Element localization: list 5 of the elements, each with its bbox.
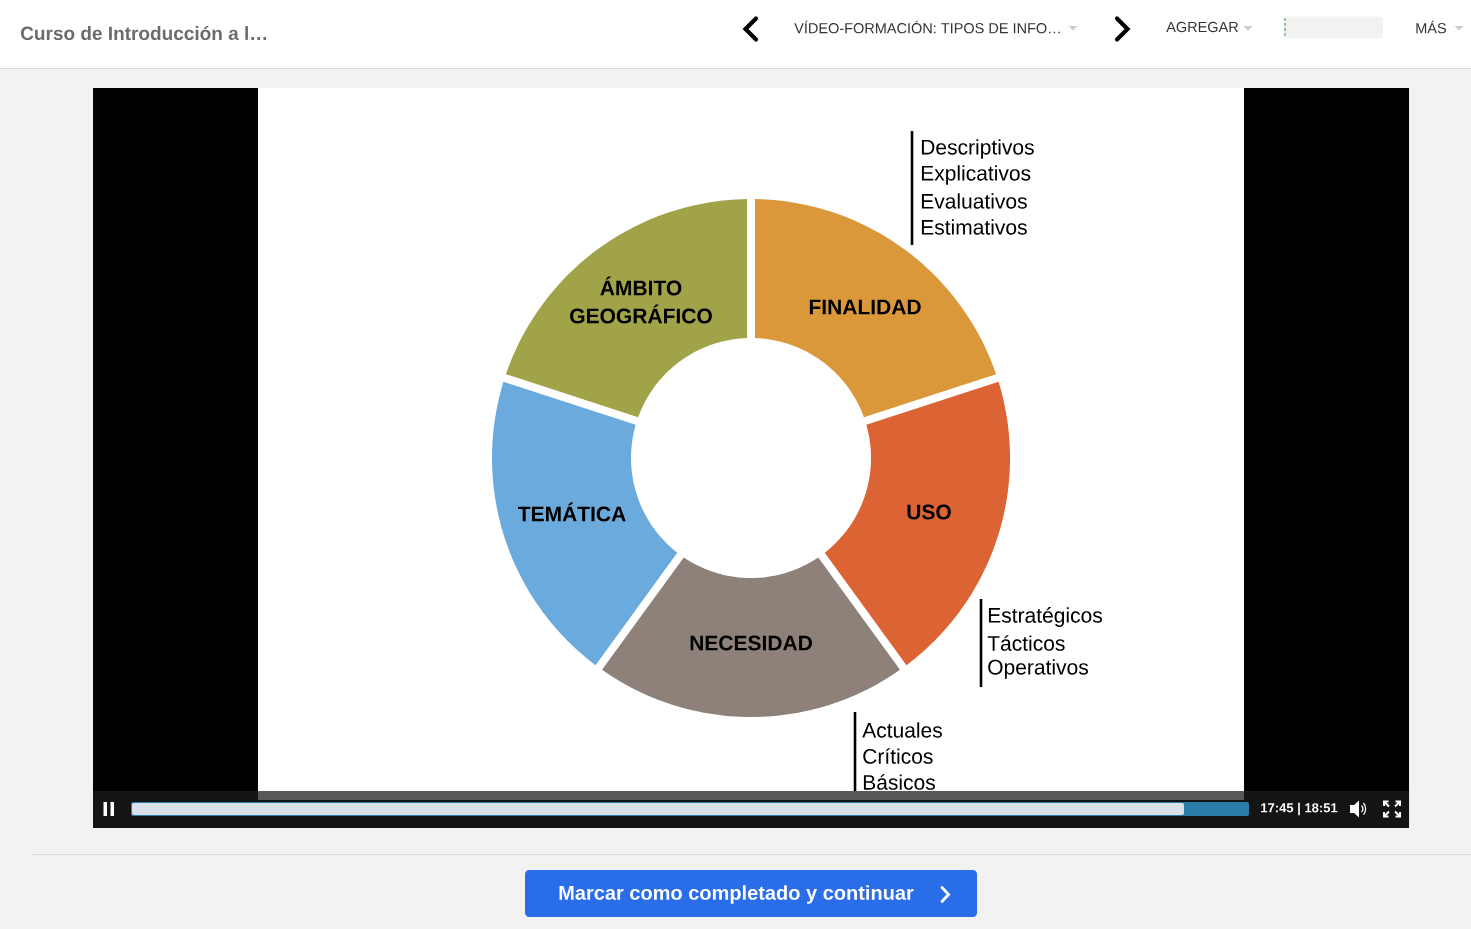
header-title: Curso de Introducción a l… <box>21 25 267 41</box>
continue-button: Marcar como completado y continuar <box>525 870 977 917</box>
menu-item: AGREGAR <box>1166 21 1239 33</box>
menu-item: VÍDEO-FORMACIÓN: TIPOS DE INFO… <box>794 20 1060 34</box>
menu-item: MÁS <box>1416 20 1446 34</box>
